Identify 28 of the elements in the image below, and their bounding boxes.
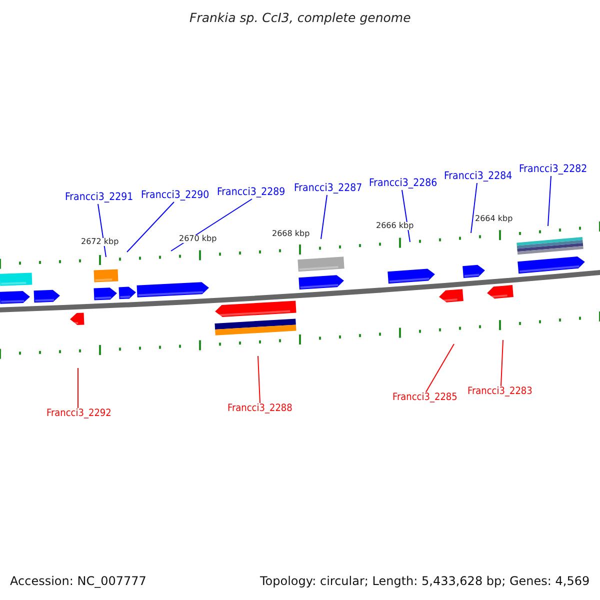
scale-label: 2668 kbp (272, 230, 310, 238)
scale-label: 2670 kbp (179, 235, 217, 243)
gene-label: Francci3_2290 (141, 190, 210, 200)
leader-line (320, 194, 328, 240)
gene-label: Francci3_2285 (392, 393, 458, 403)
leader-line (402, 190, 410, 242)
leader-line (258, 356, 260, 404)
genome-info-text: Topology: circular; Length: 5,433,628 bp; Genes: 4,569 (260, 575, 590, 587)
gene-label: Francci3_2289 (217, 186, 286, 197)
gene-label: Francci3_2286 (369, 178, 438, 188)
leader-line (98, 204, 106, 258)
gene-label: Francci3_2292 (46, 409, 112, 419)
leader-line (470, 182, 478, 234)
scale-label: 2664 kbp (475, 215, 513, 223)
accession-text: Accession: NC_007777 (10, 575, 146, 587)
leader-line (426, 344, 454, 392)
gene-label: Francci3_2284 (444, 170, 512, 181)
scale-label: 2672 kbp (81, 238, 119, 246)
leader-line (126, 202, 174, 252)
leader-line (500, 340, 504, 386)
gene-label: Francci3_2288 (228, 404, 292, 414)
gene-label: Francci3_2282 (519, 164, 588, 174)
gene-label: Francci3_2291 (65, 192, 134, 202)
gene-label: Francci3_2287 (294, 182, 362, 193)
gene-label: Francci3_2283 (468, 387, 532, 397)
scale-label: 2666 kbp (376, 222, 414, 230)
leader-line (548, 176, 552, 226)
chart-title: Frankia sp. CcI3, complete genome (190, 12, 411, 24)
